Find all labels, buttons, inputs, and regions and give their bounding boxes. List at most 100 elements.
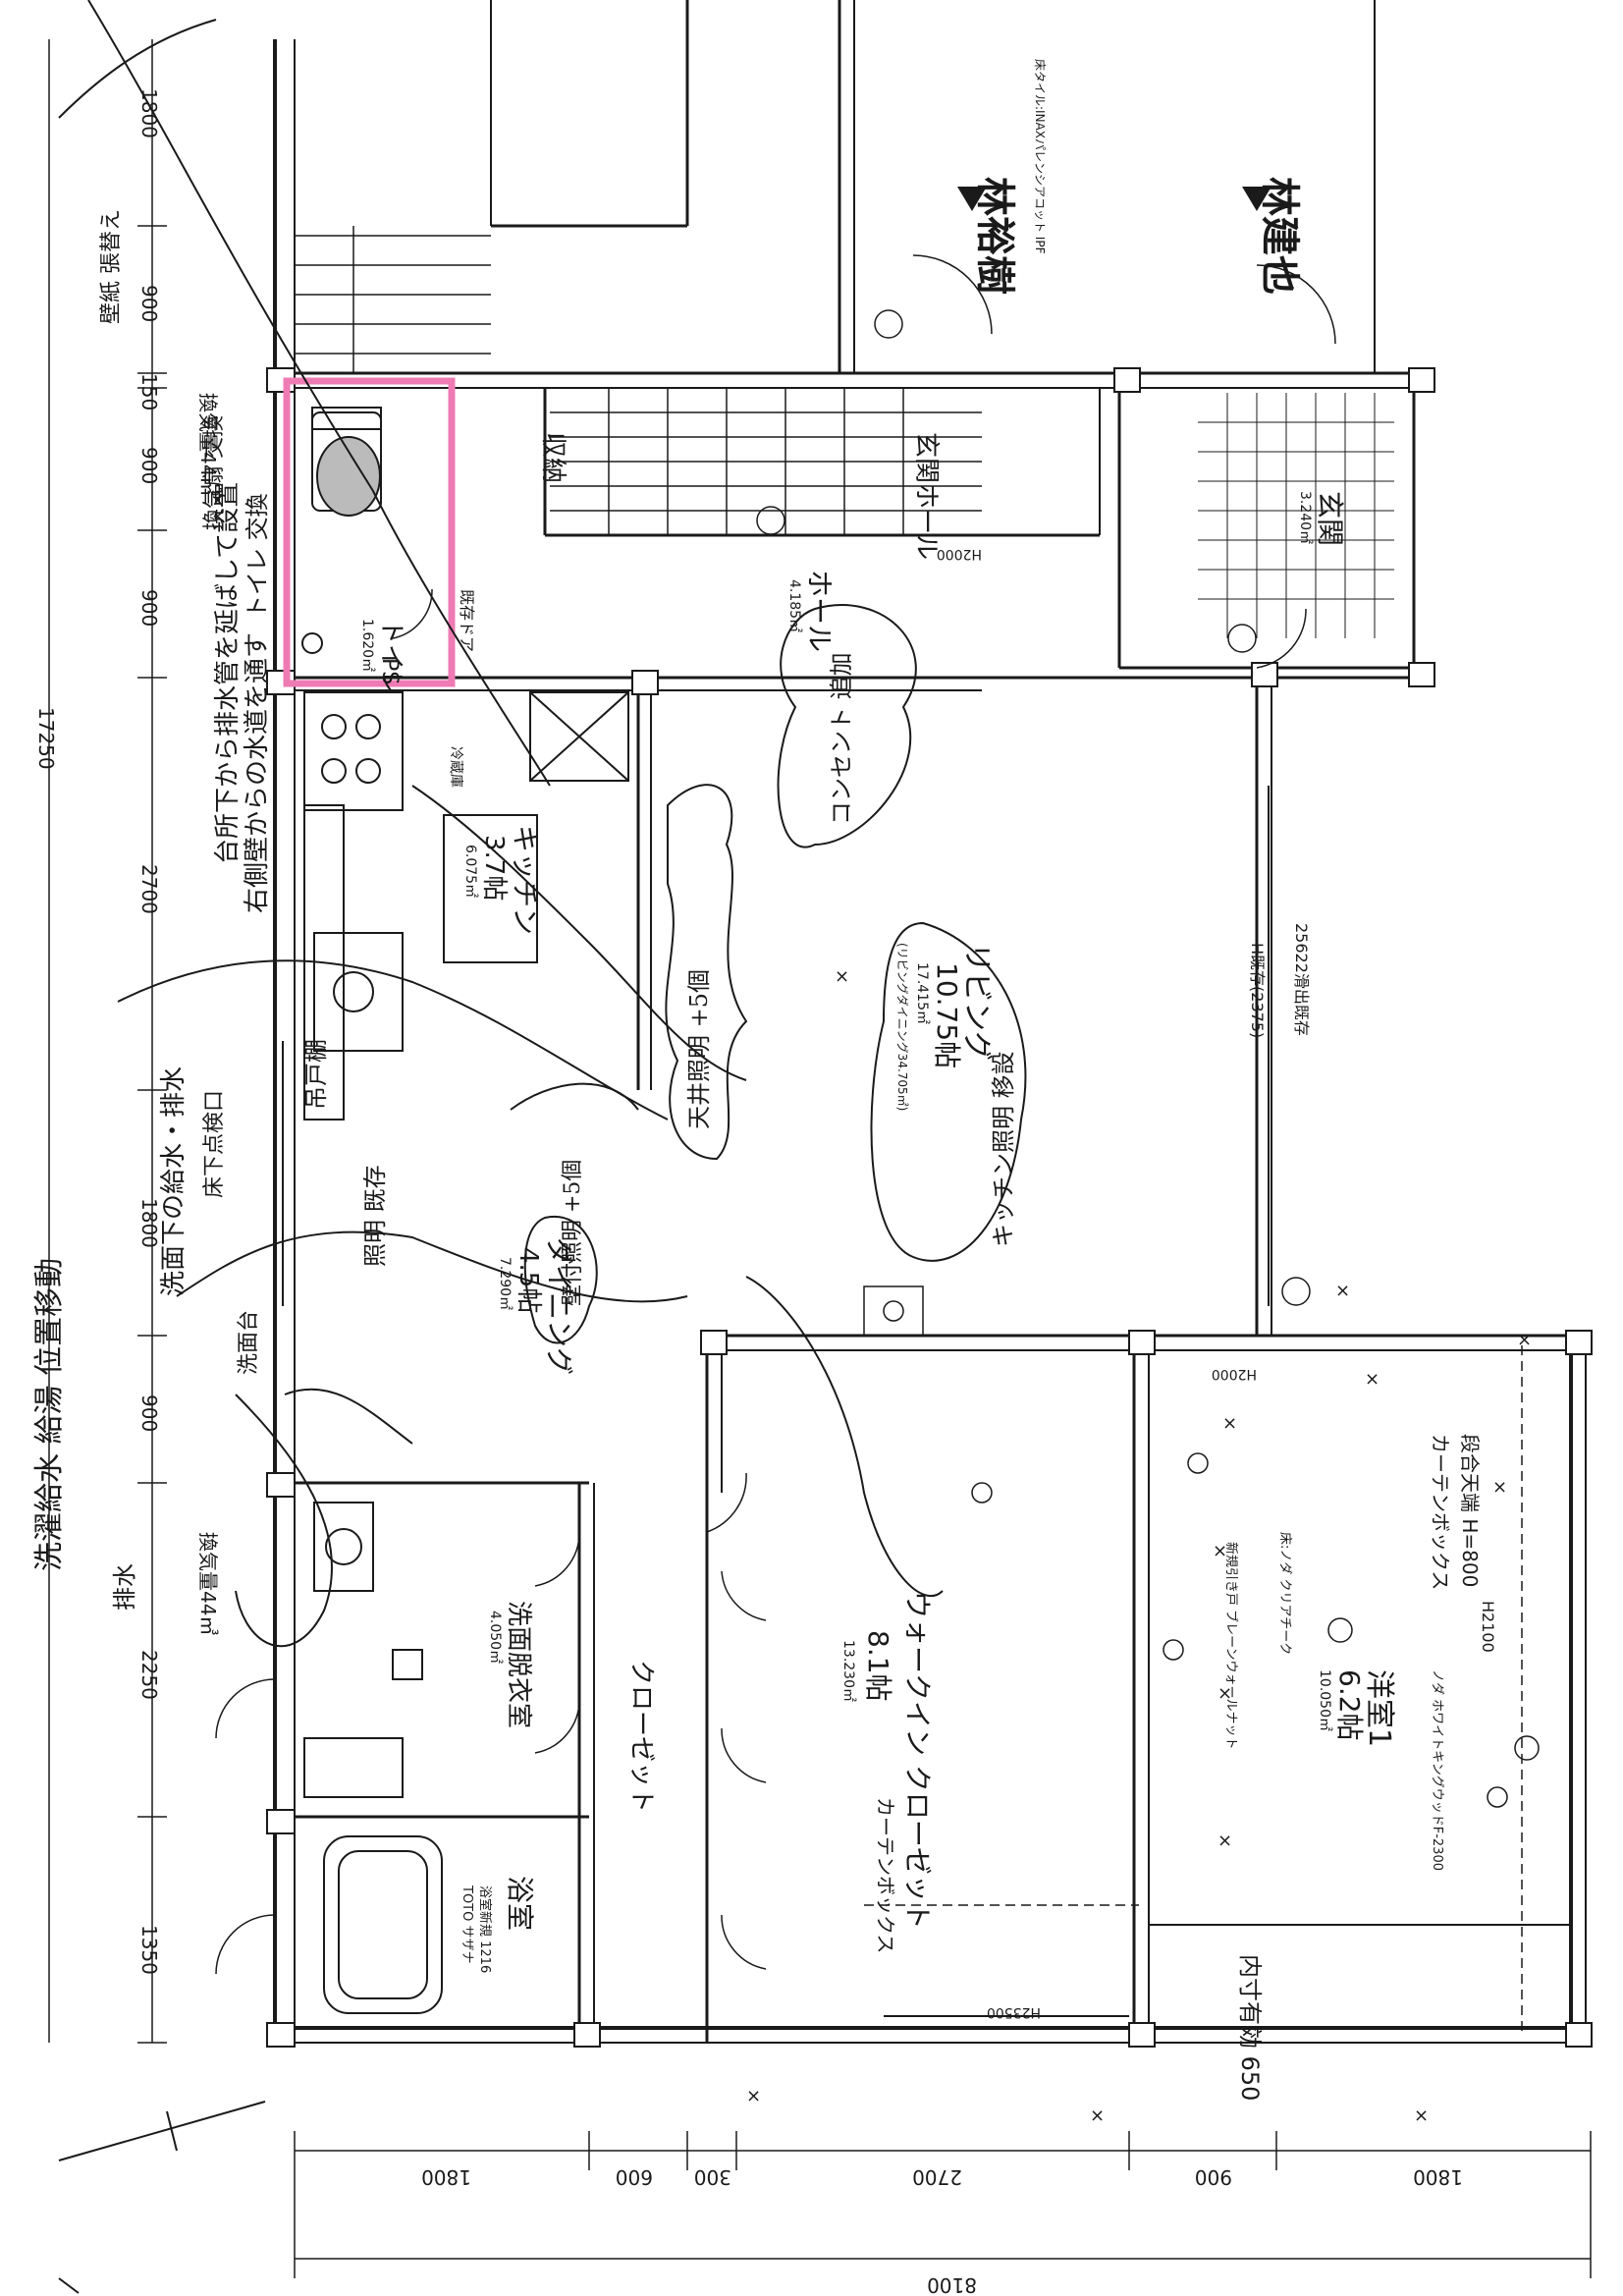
- exist-open-label: 内寸有効 650: [1236, 1954, 1264, 2101]
- svg-text:⨯: ⨯: [1335, 1281, 1350, 1301]
- dim-bottom-4: 900: [1195, 2165, 1232, 2189]
- dim-left-7: 900: [137, 1394, 161, 1432]
- ventilation-label-2: 換気量44㎥: [196, 1532, 220, 1635]
- room-ps-label: PS: [377, 658, 402, 684]
- h2100-label: H2100: [1479, 1601, 1497, 1653]
- room-western1-size: 6.2帖: [1333, 1669, 1366, 1741]
- existing-door-label: 既存ドア: [458, 589, 476, 652]
- room-dining-name: ダイニング: [543, 1237, 575, 1375]
- dim-left-2: 150: [137, 373, 161, 410]
- dim-left-1: 900: [137, 285, 161, 322]
- ceiling-marks: ⨯ ⨯ ⨯ ⨯ ⨯ ⨯ ⨯ ⨯ ⨯ ⨯ ⨯ ⨯: [746, 966, 1532, 2126]
- room-bath-spec: 浴室新規 1216: [477, 1886, 493, 1973]
- hw-note-13: キッチン照明 移設: [990, 1051, 1017, 1247]
- dimension-text: 1800 900 150 900 900 2700 1800 900 2250 …: [34, 88, 1463, 2296]
- room-storage-name: 収納: [538, 432, 568, 483]
- room-bath-maker: TOTO サザナ: [460, 1885, 474, 1963]
- room-genkan-area: 3.240㎡: [1297, 491, 1313, 544]
- hw-note-6: 洗面台: [237, 1310, 261, 1375]
- curtain-box-label-2: カーテンボックス: [874, 1797, 897, 1953]
- svg-text:⨯: ⨯: [835, 966, 849, 987]
- room-living-name: リビング: [959, 943, 994, 1061]
- room-wic-area: 13.230㎡: [840, 1640, 856, 1702]
- room-wic-size: 8.1帖: [862, 1630, 894, 1702]
- dim-left-total: 17250: [34, 707, 58, 770]
- svg-text:⨯: ⨯: [1090, 2105, 1105, 2126]
- dim-bottom-2: 300: [694, 2165, 731, 2189]
- sliding-doors: [282, 786, 1270, 2029]
- hw-note-9: 壁紙 張替え: [99, 209, 124, 324]
- room-wic-name: ウォークイン クローゼット: [901, 1591, 934, 1930]
- door-swings: [215, 254, 1336, 1975]
- svg-text:⨯: ⨯: [1492, 1477, 1507, 1498]
- room-western1-name: 洋室1: [1362, 1669, 1396, 1747]
- room-toilet-area: 1.620㎡: [359, 619, 375, 672]
- svg-text:⨯: ⨯: [1217, 1831, 1232, 1851]
- room-bath-name: 浴室: [504, 1876, 536, 1931]
- dim-left-6: 1800: [137, 1198, 161, 1248]
- curtain-box-label-1: カーテンボックス: [1429, 1434, 1452, 1590]
- sliding-25622-label: 25622滑出既存: [1292, 923, 1311, 1036]
- dim-left-3: 900: [137, 447, 161, 484]
- room-washroom-area: 4.050㎡: [487, 1611, 503, 1664]
- dim-left-9: 1350: [137, 1925, 161, 1975]
- room-living-area: 17.415㎡: [914, 962, 930, 1024]
- handwriting-curves: [58, 0, 1027, 1648]
- dim-bottom-1: 600: [616, 2165, 653, 2189]
- entry-arrows: [957, 187, 1271, 211]
- entrance-tile: [1198, 393, 1394, 638]
- room-genkan-name: 玄関: [1314, 491, 1346, 546]
- fixture-symbols: [756, 309, 1540, 1808]
- inax-label: 床タイル:INAXパレンシアコット IPF: [1033, 59, 1047, 254]
- dim-bottom-5: 1800: [1413, 2165, 1463, 2189]
- wall-columns: [266, 367, 1593, 2048]
- stairs: [295, 226, 982, 535]
- dimension-lines: [48, 39, 1592, 2278]
- room-living-size: 10.75帖: [931, 962, 963, 1068]
- room-entrance-hall-name: 玄関ホール: [911, 432, 941, 560]
- hw-note-5: 吊戸棚: [302, 1039, 330, 1110]
- ventilation-label-1: 換気量44㎥: [196, 393, 220, 496]
- svg-text:⨯: ⨯: [1414, 2105, 1429, 2126]
- compass-mark: [58, 2101, 266, 2294]
- dim-bottom-3: 2700: [912, 2165, 962, 2189]
- svg-text:⨯: ⨯: [1217, 1683, 1232, 1704]
- hw-note-2: 洗面下の給水・排水: [159, 1066, 189, 1296]
- room-living-note: (リビングダイニング34.705㎡): [895, 943, 910, 1111]
- dim-left-5: 2700: [137, 864, 161, 914]
- room-washroom-name: 洗面脱衣室: [504, 1601, 533, 1728]
- hw-note-0: 洗濯給水 給湯 位置移動: [32, 1258, 67, 1571]
- dim-left-4: 900: [137, 589, 161, 627]
- hw-note-7: 換気扇 交換: [202, 415, 227, 530]
- hw-note-3: 床下点検口: [202, 1090, 227, 1198]
- fridge-label: 冷蔵庫: [448, 746, 464, 788]
- dim-left-0: 1800: [137, 88, 161, 138]
- floor-note2-label: ノダ ホワイトキングウッドF-2300: [1430, 1669, 1444, 1871]
- hw-note-1: 排水: [111, 1563, 138, 1611]
- h2000-label-2: H2000: [1212, 1366, 1257, 1382]
- kitchen-fixtures: [303, 691, 629, 1121]
- room-kitchen-area: 6.075㎡: [462, 845, 478, 898]
- hw-note-15: トイレ 交換: [243, 493, 271, 619]
- svg-text:⨯: ⨯: [1213, 1541, 1227, 1561]
- svg-text:⨯: ⨯: [1365, 1369, 1380, 1390]
- handwritten-notes: 洗濯給水 給湯 位置移動 排水 洗面下の給水・排水 床下点検口 台所下から排水管…: [32, 209, 1017, 1611]
- room-closet-name: クローゼット: [626, 1660, 656, 1813]
- h2000-label-1: H2000: [937, 546, 982, 562]
- room-dining-area: 7.290㎡: [497, 1257, 513, 1310]
- hw-note-14: コンセント 追加: [828, 652, 855, 825]
- room-western1-area: 10.050㎡: [1317, 1669, 1332, 1731]
- toilet-fixture: [301, 407, 382, 654]
- hw-note-8: 照明 既存: [361, 1165, 389, 1267]
- hw-note-10: 右側壁からの水道を通す: [243, 632, 272, 913]
- dim-left-8: 2250: [137, 1650, 161, 1700]
- svg-text:⨯: ⨯: [1222, 1413, 1237, 1434]
- svg-text:⨯: ⨯: [1517, 1330, 1532, 1350]
- floor-note-label: 床:ノダ クリアチーク: [1277, 1532, 1292, 1655]
- room-labels: トイレ 1.620㎡ PS 収納 玄関ホール 玄関 3.240㎡ ホール 4.1…: [359, 432, 1396, 1973]
- hw-note-12: 壁付照明 +5個: [561, 1160, 585, 1306]
- dim-bottom-0: 1800: [421, 2165, 471, 2189]
- hw-note-4: 台所下から排水管を延ばして設置: [213, 482, 243, 864]
- bath-fixtures: [303, 1502, 443, 2014]
- toilet-highlight: [283, 377, 456, 687]
